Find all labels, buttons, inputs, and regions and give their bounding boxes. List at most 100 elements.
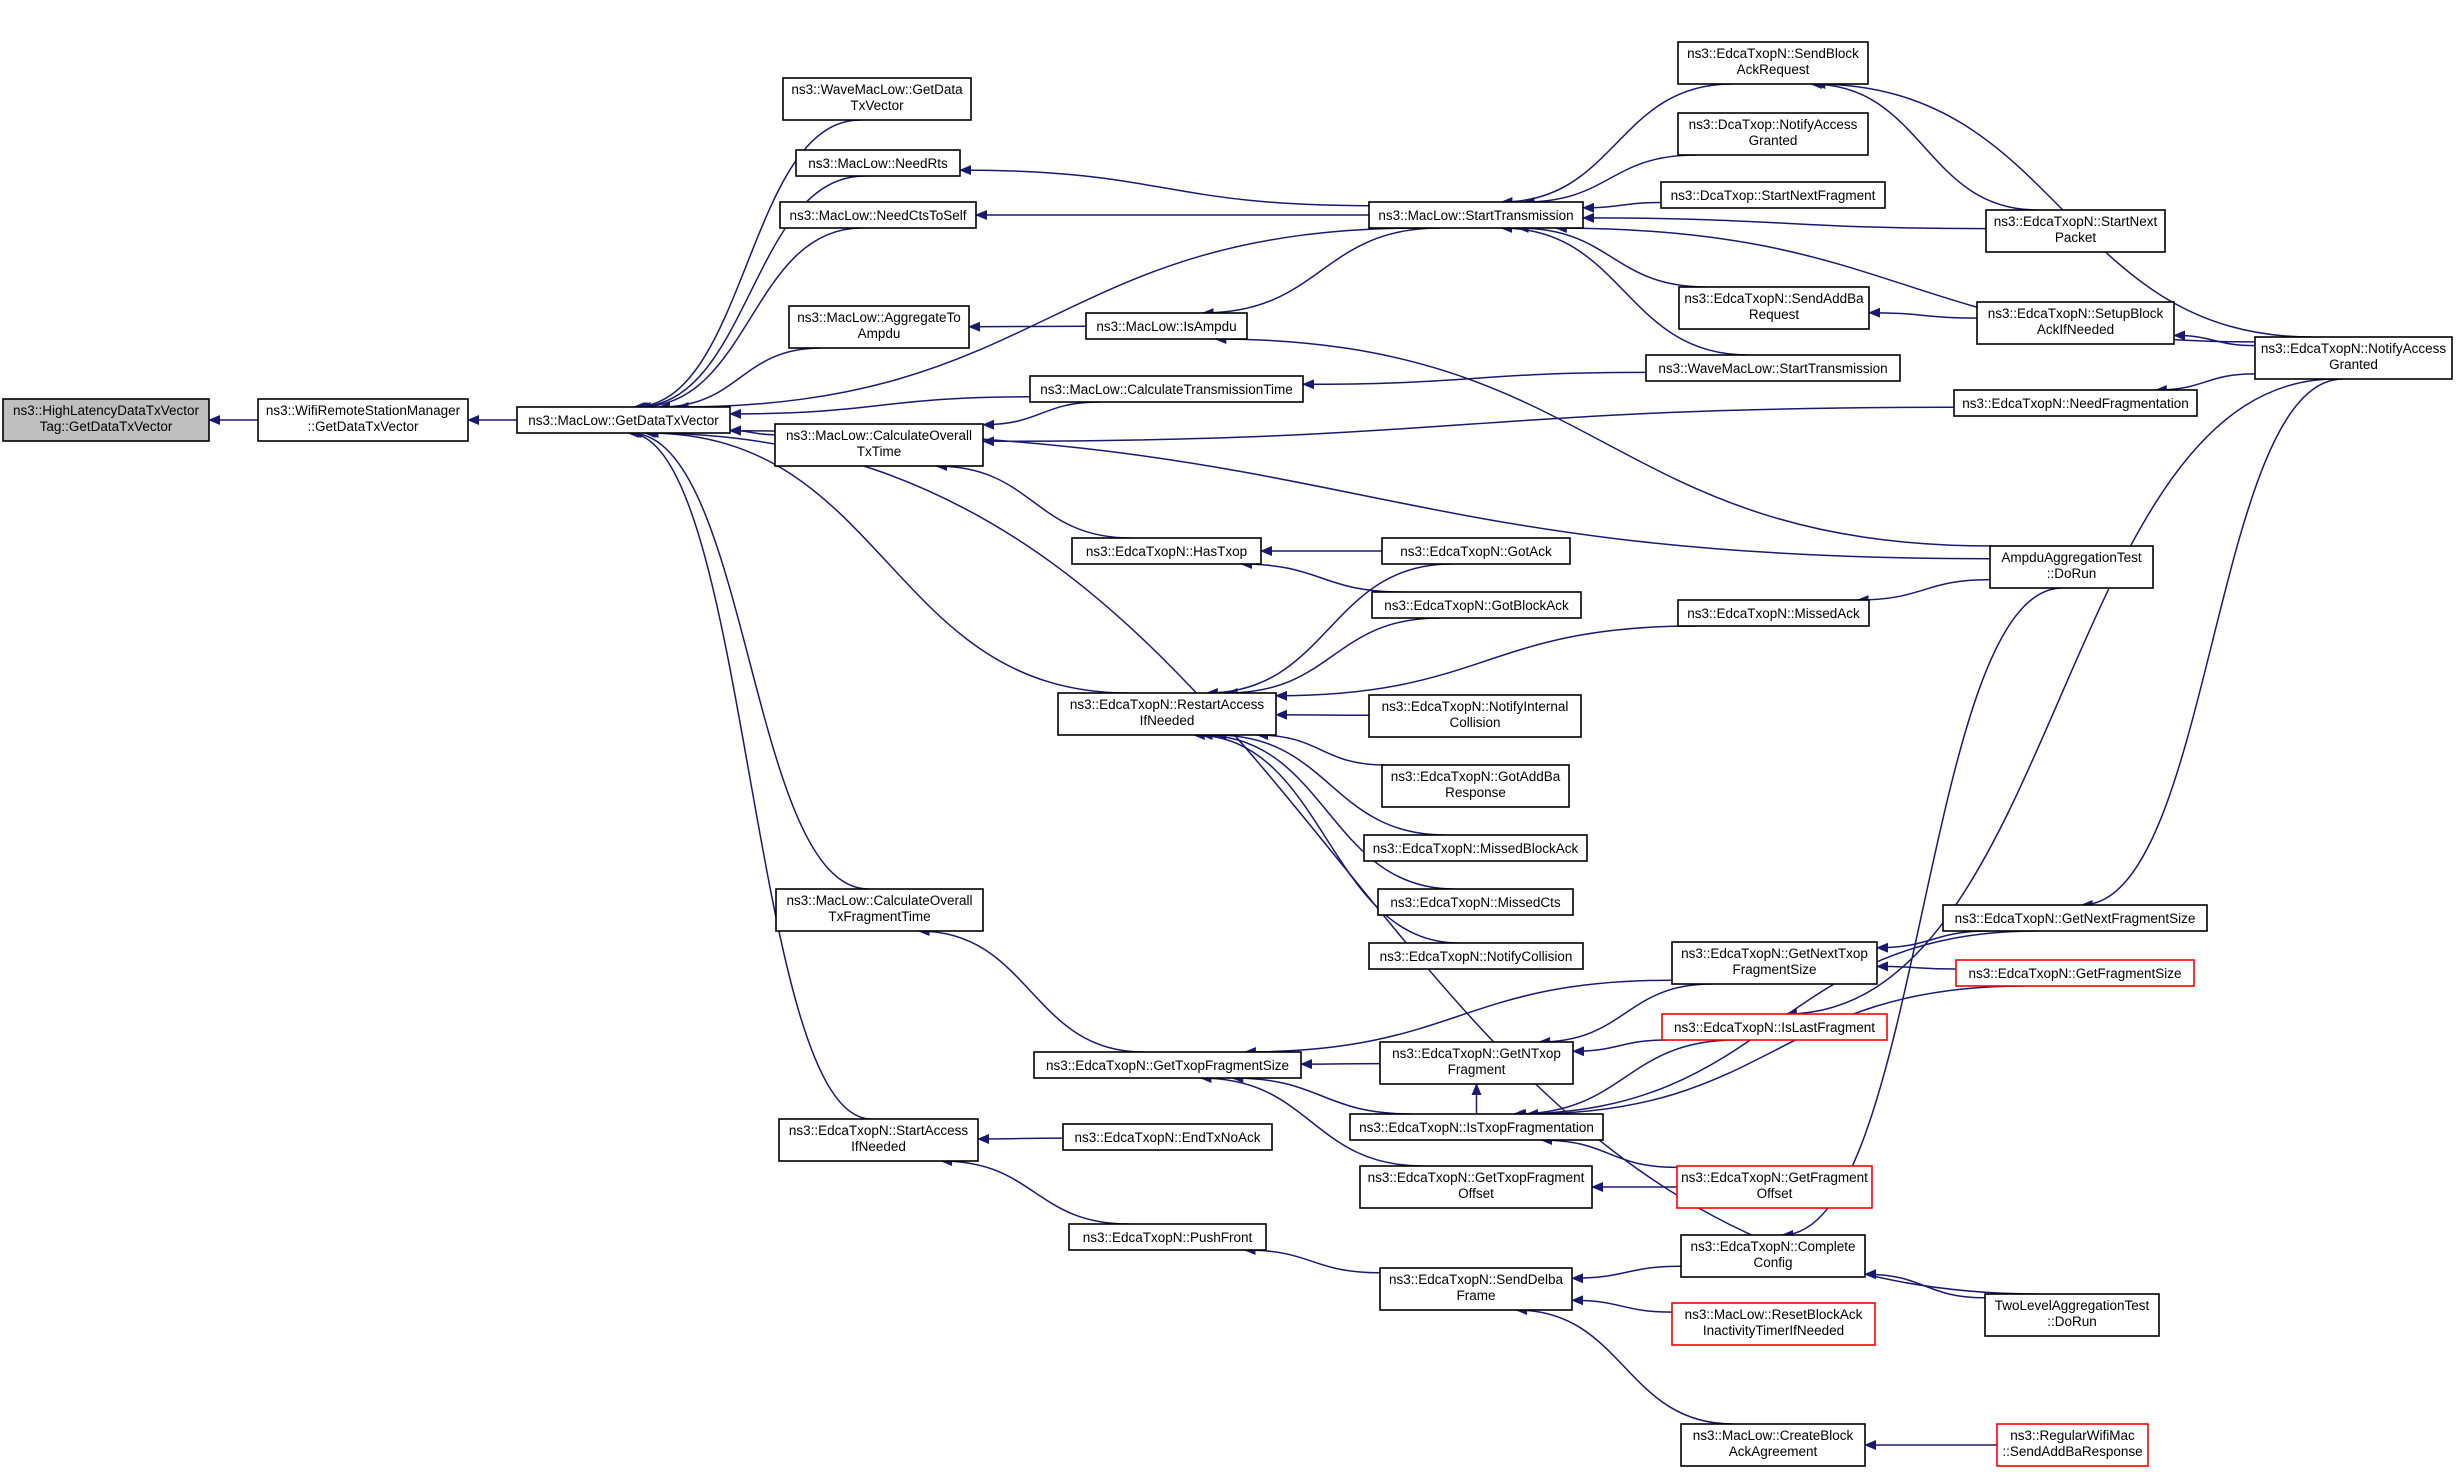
graph-node-n34[interactable]: ns3::EdcaTxopN::MissedAck (1677, 599, 1870, 627)
edge-n33-to-n11 (1302, 371, 1647, 390)
graph-node-n16[interactable]: ns3::EdcaTxopN::PushFront (1068, 1223, 1267, 1251)
node-label-line: ns3::RegularWifiMac (2010, 1428, 2135, 1443)
graph-node-n24[interactable]: ns3::EdcaTxopN::NotifyCollision (1368, 942, 1584, 970)
graph-node-n3[interactable]: ns3::WaveMacLow::GetDataTxVector (782, 77, 972, 121)
node-label-line: FragmentSize (1732, 962, 1816, 977)
node-box (1677, 599, 1870, 627)
edge-n41-to-n29 (1809, 79, 2038, 211)
graph-node-n23[interactable]: ns3::EdcaTxopN::MissedCts (1377, 888, 1574, 916)
edge-path (1275, 625, 1696, 701)
graph-node-n11[interactable]: ns3::MacLow::CalculateTransmissionTime (1029, 375, 1304, 403)
node-label-line: ns3::HighLatencyDataTxVector (13, 403, 200, 418)
edge-path (935, 461, 1132, 539)
edge-n35-to-n25 (1538, 983, 1712, 1047)
graph-node-n2[interactable]: ns3::MacLow::GetDataTxVector (516, 406, 731, 434)
edge-n46-to-n26 (1526, 985, 2025, 1119)
edge-n28-to-n16 (1243, 1245, 1381, 1274)
graph-node-n17[interactable]: ns3::MacLow::StartTransmission (1368, 201, 1584, 229)
edge-path (1201, 227, 1440, 318)
node-box (1671, 1302, 1876, 1346)
graph-node-n47[interactable]: TwoLevelAggregationTest::DoRun (1984, 1293, 2160, 1337)
node-box (1996, 1423, 2149, 1467)
node-label-line: TxTime (857, 444, 902, 459)
graph-node-n44[interactable]: AmpduAggregationTest::DoRun (1989, 545, 2154, 589)
node-label-line: ::SendAddBaResponse (2002, 1444, 2142, 1459)
edge-path (1526, 985, 2025, 1119)
graph-node-n36[interactable]: ns3::EdcaTxopN::IsLastFragment (1661, 1013, 1888, 1041)
node-label-line: ns3::WaveMacLow::GetData (791, 82, 963, 97)
edge-path (1240, 559, 1402, 593)
graph-node-n19[interactable]: ns3::EdcaTxopN::GotBlockAck (1371, 591, 1582, 619)
node-box (1359, 1165, 1593, 1209)
graph-node-n18[interactable]: ns3::EdcaTxopN::GotAck (1381, 537, 1571, 565)
edge-n18-to-n13 (1205, 563, 1452, 698)
graph-node-n26[interactable]: ns3::EdcaTxopN::IsTxopFragmentation (1349, 1113, 1604, 1141)
edge-path (1500, 83, 1733, 207)
edge-path (632, 119, 861, 412)
graph-node-n10[interactable]: ns3::MacLow::IsAmpdu (1085, 312, 1248, 340)
graph-node-n33[interactable]: ns3::WaveMacLow::StartTransmission (1645, 354, 1901, 382)
edge-n19-to-n13 (1225, 617, 1440, 698)
node-box (788, 305, 970, 349)
node-box (1379, 1041, 1574, 1085)
node-box (257, 398, 469, 442)
edge-n16-to-n9 (940, 1156, 1129, 1225)
graph-node-n8[interactable]: ns3::MacLow::CalculateOverallTxFragmentT… (775, 888, 984, 932)
node-box (1985, 209, 2166, 253)
graph-node-n31[interactable]: ns3::DcaTxop::StartNextFragment (1660, 181, 1886, 209)
graph-node-n46[interactable]: ns3::EdcaTxopN::GetFragmentSize (1955, 959, 2195, 987)
node-label-line: ns3::MacLow::NeedRts (808, 156, 948, 171)
graph-node-n12[interactable]: ns3::EdcaTxopN::HasTxop (1071, 537, 1262, 565)
node-label-line: ns3::MacLow::GetDataTxVector (528, 413, 719, 428)
graph-node-n1[interactable]: ns3::WifiRemoteStationManager::GetDataTx… (257, 398, 469, 442)
graph-node-n15[interactable]: ns3::EdcaTxopN::EndTxNoAck (1062, 1123, 1273, 1151)
edge-path (1256, 730, 1386, 766)
graph-node-n45[interactable]: ns3::EdcaTxopN::GetNextFragmentSize (1942, 904, 2208, 932)
graph-node-n5[interactable]: ns3::MacLow::NeedCtsToSelf (779, 201, 977, 229)
node-label-line: ns3::EdcaTxopN::SendAddBa (1684, 291, 1864, 306)
edge-n42-to-n32 (1868, 307, 1978, 319)
edge-path (1515, 1305, 1734, 1425)
edge-path (959, 165, 1370, 207)
edge-n17-to-n2 (676, 227, 1422, 412)
node-label-line: ns3::EdcaTxopN::MissedAck (1687, 606, 1860, 621)
graph-node-n39[interactable]: ns3::MacLow::ResetBlockAckInactivityTime… (1671, 1302, 1876, 1346)
graph-node-n0: ns3::HighLatencyDataTxVectorTag::GetData… (2, 398, 210, 442)
graph-node-n48[interactable]: ns3::RegularWifiMac::SendAddBaResponse (1996, 1423, 2149, 1467)
node-label-line: ns3::EdcaTxopN::EndTxNoAck (1074, 1130, 1260, 1145)
graph-node-n4[interactable]: ns3::MacLow::NeedRts (795, 149, 961, 177)
edge-n49-to-n45 (2080, 378, 2344, 910)
graph-node-n43[interactable]: ns3::EdcaTxopN::NeedFragmentation (1953, 389, 2198, 417)
node-label-line: ns3::EdcaTxopN::HasTxop (1086, 544, 1247, 559)
node-box (1955, 959, 2195, 987)
node-label-line: ns3::EdcaTxopN::GetFragmentSize (1968, 966, 2181, 981)
node-label-line: Request (1749, 307, 1800, 322)
node-box (1377, 888, 1574, 916)
node-box (1984, 1293, 2160, 1337)
graph-node-n22[interactable]: ns3::EdcaTxopN::MissedBlockAck (1363, 834, 1588, 862)
node-label-line: ns3::EdcaTxopN::NotifyInternal (1382, 699, 1569, 714)
node-box (1029, 375, 1304, 403)
node-box (1085, 312, 1248, 340)
graph-node-n14[interactable]: ns3::EdcaTxopN::GetTxopFragmentSize (1033, 1051, 1302, 1079)
edge-n34-to-n13 (1275, 625, 1696, 701)
